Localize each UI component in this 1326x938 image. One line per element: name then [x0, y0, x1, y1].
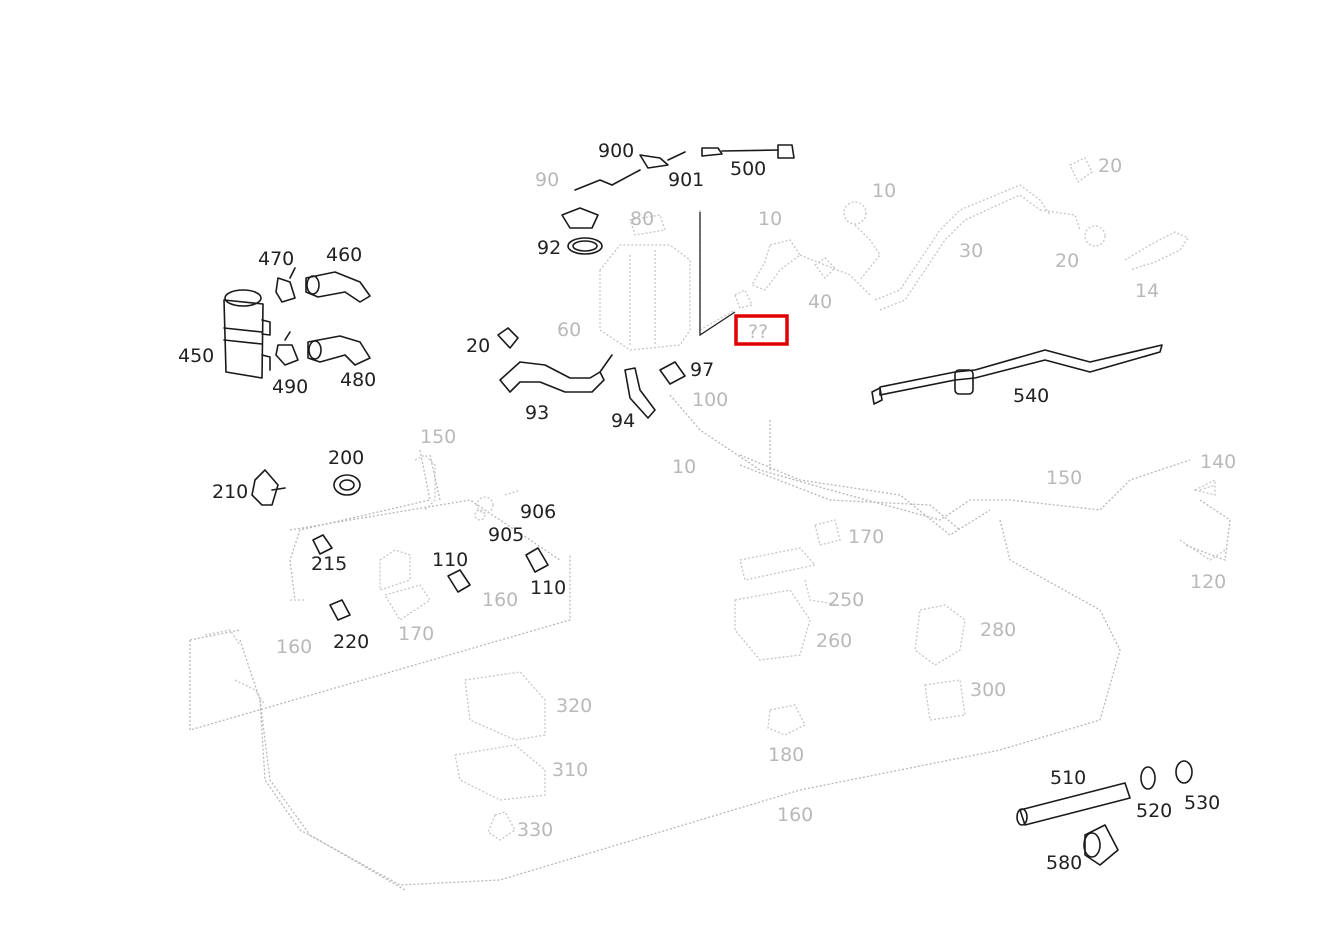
part-94-hose: [624, 367, 656, 419]
label-215: 215: [311, 553, 347, 575]
label-905: 905: [488, 524, 524, 546]
highlight-box[interactable]: [734, 314, 789, 346]
active-components: [223, 144, 1193, 866]
label-160: 160: [777, 804, 813, 826]
label-540: 540: [1013, 385, 1049, 407]
label-906: 906: [520, 501, 556, 523]
part-900-screw: [639, 154, 669, 169]
label-110-a: 110: [432, 549, 468, 571]
label-90: 90: [535, 169, 559, 191]
label-300: 300: [970, 679, 1006, 701]
part-20-clamp: [497, 327, 519, 349]
label-480: 480: [340, 369, 376, 391]
label-580: 580: [1046, 852, 1082, 874]
part-450-canister: [223, 299, 264, 379]
label-20-top: 20: [1098, 155, 1122, 177]
label-150-right: 150: [1046, 467, 1082, 489]
part-500-sensor: [701, 147, 723, 157]
label-260: 260: [816, 630, 852, 652]
label-200: 200: [328, 447, 364, 469]
label-280: 280: [980, 619, 1016, 641]
label-210: 210: [212, 481, 248, 503]
part-220-clamp: [329, 599, 351, 621]
label-250: 250: [828, 589, 864, 611]
label-490: 490: [272, 376, 308, 398]
labels-dark: 900 901 500 90 92 470 460 450 490 480 20…: [178, 140, 1220, 874]
label-20-right: 20: [1055, 250, 1079, 272]
part-110-clamp-b: [525, 547, 549, 573]
label-170: 170: [848, 526, 884, 548]
part-97-clamp: [659, 361, 686, 385]
label-94: 94: [611, 410, 635, 432]
label-140: 140: [1200, 451, 1236, 473]
label-510: 510: [1050, 767, 1086, 789]
label-80: 80: [630, 208, 654, 230]
label-450: 450: [178, 345, 214, 367]
labels-faded: 10 10 30 20 20 14 40 60 80 150 150 140 1…: [276, 155, 1236, 841]
label-320: 320: [556, 695, 592, 717]
part-210-clip: [251, 469, 279, 506]
label-60: 60: [557, 319, 581, 341]
part-92-ring: [567, 237, 603, 255]
label-150-top: 150: [420, 426, 456, 448]
label-92: 92: [537, 237, 561, 259]
label-520: 520: [1136, 800, 1172, 822]
label-470: 470: [258, 248, 294, 270]
part-510-pipe: [1019, 782, 1131, 826]
faded-components: [204, 157, 1226, 841]
label-14: 14: [1135, 280, 1159, 302]
highlight-label: ??: [748, 321, 768, 343]
part-200-grommet: [333, 474, 361, 496]
pipe-network: [189, 394, 1231, 891]
label-10-top: 10: [872, 180, 896, 202]
label-220: 220: [333, 631, 369, 653]
label-20-mid: 20: [466, 335, 490, 357]
part-520-clamp: [1140, 766, 1156, 790]
part-215-clamp: [312, 534, 333, 555]
label-10-hose: 10: [758, 208, 782, 230]
label-93: 93: [525, 402, 549, 424]
leader-lines: [699, 212, 736, 337]
label-530: 530: [1184, 792, 1220, 814]
highlight-callout[interactable]: ??: [734, 314, 789, 346]
part-470-clamp: [275, 277, 296, 303]
label-100: 100: [692, 389, 728, 411]
label-180: 180: [768, 744, 804, 766]
part-93-hose: [499, 361, 605, 393]
label-40: 40: [808, 291, 832, 313]
part-580-mount: [1084, 824, 1119, 866]
label-310: 310: [552, 759, 588, 781]
part-110-clamp-a: [447, 569, 471, 593]
label-901: 901: [668, 169, 704, 191]
label-900: 900: [598, 140, 634, 162]
part-490-clamp: [275, 344, 299, 366]
label-160-left: 160: [276, 636, 312, 658]
part-480-elbow: [307, 335, 371, 366]
label-110-b: 110: [530, 577, 566, 599]
label-160-small: 160: [482, 589, 518, 611]
label-120: 120: [1190, 571, 1226, 593]
label-500: 500: [730, 158, 766, 180]
label-170-small: 170: [398, 623, 434, 645]
label-30: 30: [959, 240, 983, 262]
label-330: 330: [517, 819, 553, 841]
label-10-lower: 10: [672, 456, 696, 478]
label-97: 97: [690, 359, 714, 381]
label-460: 460: [326, 244, 362, 266]
part-530-clamp: [1175, 760, 1193, 784]
